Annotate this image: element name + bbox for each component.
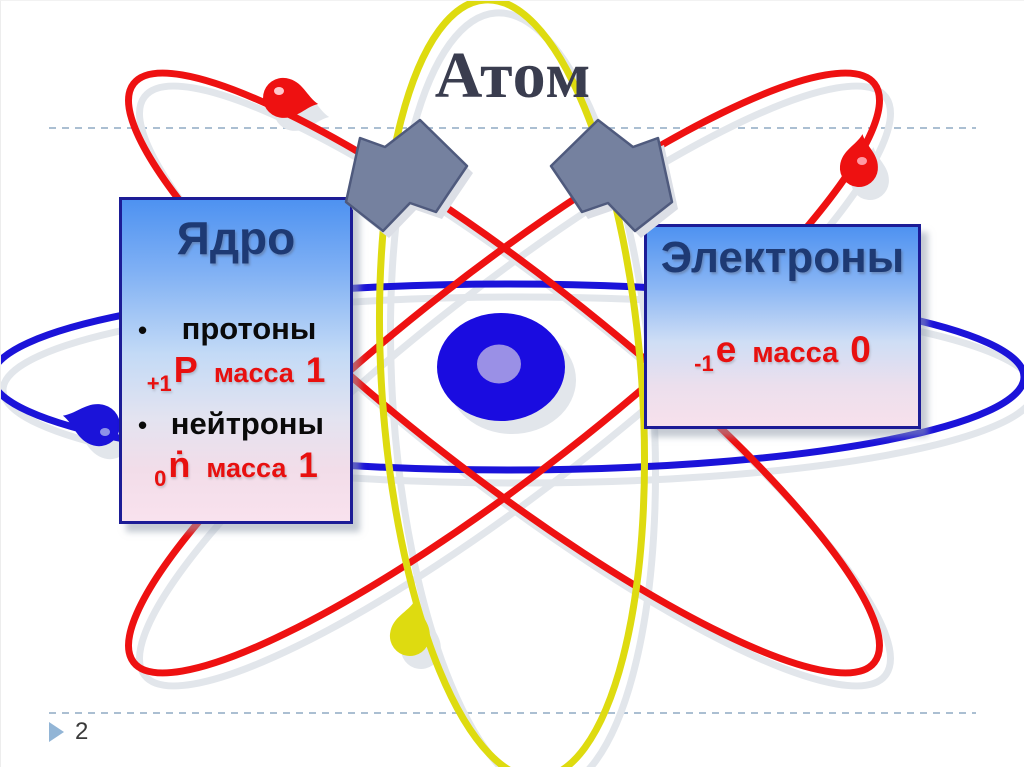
charge-subscript: -1 [694,351,714,377]
electron-highlight [857,157,867,165]
nucleus-box-title: Ядро [176,212,296,264]
mass-word: масса [206,453,287,484]
orbit-red-1 [125,69,883,677]
electron-highlight [100,428,110,436]
page-number: 2 [75,718,89,745]
orbit-red2-shadow [136,82,894,690]
mass-word: масса [752,337,839,370]
slide-footer: 2 [49,720,88,744]
electron-highlight [274,87,284,95]
bullet-icon: • [138,315,148,346]
page-marker-triangle-icon [49,722,64,742]
list-item-label: протоны [181,311,317,347]
charge-subscript: +1 [146,371,172,397]
particle-symbol: P [173,349,198,391]
charge-subscript: 0 [154,466,167,492]
mass-value: 1 [305,351,326,391]
list-item-protons: • протоны [122,310,350,349]
electron-yellow-bottom [389,600,430,656]
mass-value: 1 [298,446,318,486]
electrons-box-title: Электроны [660,233,905,282]
particle-symbol: ṅ [168,444,191,486]
nucleus-core [477,344,521,384]
orbit-blue [1,280,1024,474]
orbit-yellow [375,1,649,767]
mass-word: масса [213,358,294,389]
mass-value: 0 [850,329,871,371]
particle-symbol: e [715,329,737,371]
list-item-label: нейтроны [170,406,324,442]
orbit-red-2 [125,69,883,677]
bullet-icon: • [138,410,148,441]
page-title: Атом [434,39,592,112]
list-item-neutrons: • нейтроны [122,405,350,444]
